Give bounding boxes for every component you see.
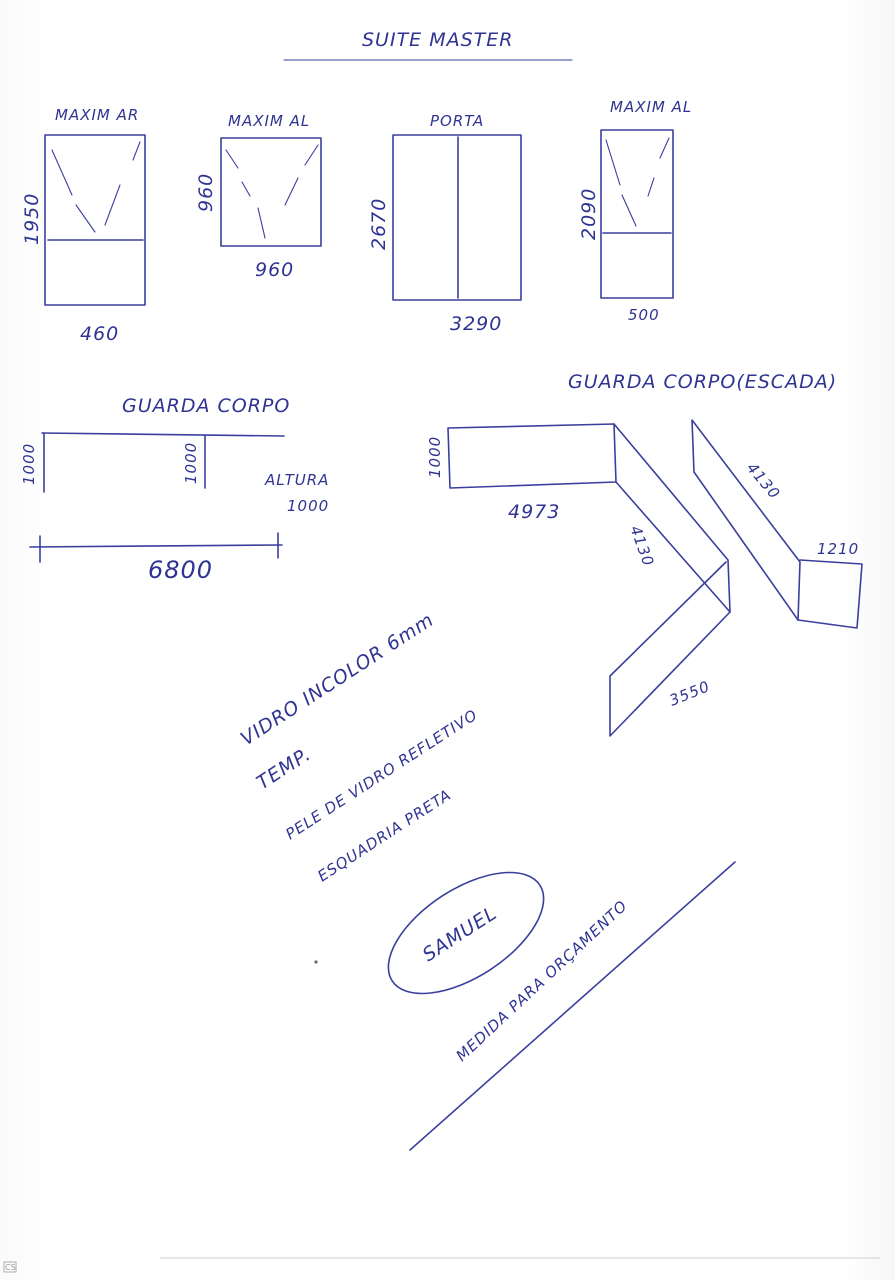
guardrail-straight-label: GUARDA CORPO — [122, 395, 290, 417]
footer-diagonal-line — [409, 861, 736, 1151]
note-vidro-incolor: VIDRO INCOLOR 6mm — [237, 609, 438, 750]
guardrail-straight: GUARDA CORPO 1000 1000 ALTURA 1000 6800 — [20, 395, 329, 584]
signature-name: SAMUEL — [419, 902, 501, 966]
window-2-height: 960 — [195, 173, 217, 212]
stair-height: 1000 — [426, 436, 444, 478]
footer-note: MEDIDA PARA ORÇAMENTO — [409, 861, 736, 1151]
window-2-frame — [220, 137, 322, 247]
stair-segment-2 — [613, 423, 731, 613]
window-2-width: 960 — [255, 259, 294, 281]
page-title: SUITE MASTER — [362, 29, 514, 51]
door-porta: PORTA 2670 3290 — [368, 112, 522, 335]
stray-dot — [314, 960, 318, 964]
scanner-logo-icon — [3, 1261, 17, 1273]
stair-seg4-length: 1210 — [817, 540, 859, 558]
note-temp: TEMP. — [253, 743, 315, 794]
window-4-maxim-al: MAXIM AL 2090 500 — [578, 98, 692, 324]
window-1-frame — [44, 134, 146, 306]
notes: VIDRO INCOLOR 6mm TEMP. PELE DE VIDRO RE… — [237, 609, 481, 886]
window-1-label: MAXIM AR — [55, 106, 139, 124]
window-4-height: 2090 — [578, 188, 600, 240]
window-2-maxim-al: MAXIM AL 960 960 — [195, 112, 322, 281]
guardrail-length-line — [29, 544, 283, 548]
signature-oval — [387, 871, 545, 995]
stair-segment-3 — [691, 419, 801, 621]
scanner-mark: CS — [5, 1263, 16, 1272]
guardrail-stair: GUARDA CORPO(ESCADA) 1000 4973 4130 4130… — [426, 371, 863, 737]
guardrail-top-rail — [41, 432, 285, 437]
door-height: 2670 — [368, 198, 390, 250]
door-frame — [392, 134, 522, 301]
guardrail-height-mid: 1000 — [182, 442, 200, 484]
stair-seg1-length: 4973 — [508, 501, 560, 523]
window-2-label: MAXIM AL — [228, 112, 310, 130]
window-1-width: 460 — [80, 323, 119, 345]
window-4-frame — [600, 129, 674, 299]
stair-segment-5 — [609, 561, 731, 737]
window-4-width: 500 — [628, 306, 660, 324]
stair-seg5-length: 3550 — [667, 677, 713, 709]
stair-seg2-length: 4130 — [626, 523, 657, 569]
window-1-maxim-ar: MAXIM AR 1950 460 — [21, 106, 146, 345]
window-4-label: MAXIM AL — [610, 98, 692, 116]
guardrail-length: 6800 — [148, 556, 213, 584]
guardrail-height-left: 1000 — [20, 443, 38, 485]
guardrail-altura-value: 1000 — [287, 497, 329, 515]
door-width: 3290 — [450, 313, 502, 335]
guardrail-stair-label: GUARDA CORPO(ESCADA) — [568, 371, 837, 393]
door-label: PORTA — [430, 112, 484, 130]
window-1-height: 1950 — [21, 193, 43, 245]
note-pele-de-vidro: PELE DE VIDRO REFLETIVO — [282, 706, 481, 844]
guardrail-altura-label: ALTURA — [264, 471, 329, 489]
stair-segment-4 — [797, 559, 863, 629]
stair-segment-1 — [447, 423, 617, 489]
